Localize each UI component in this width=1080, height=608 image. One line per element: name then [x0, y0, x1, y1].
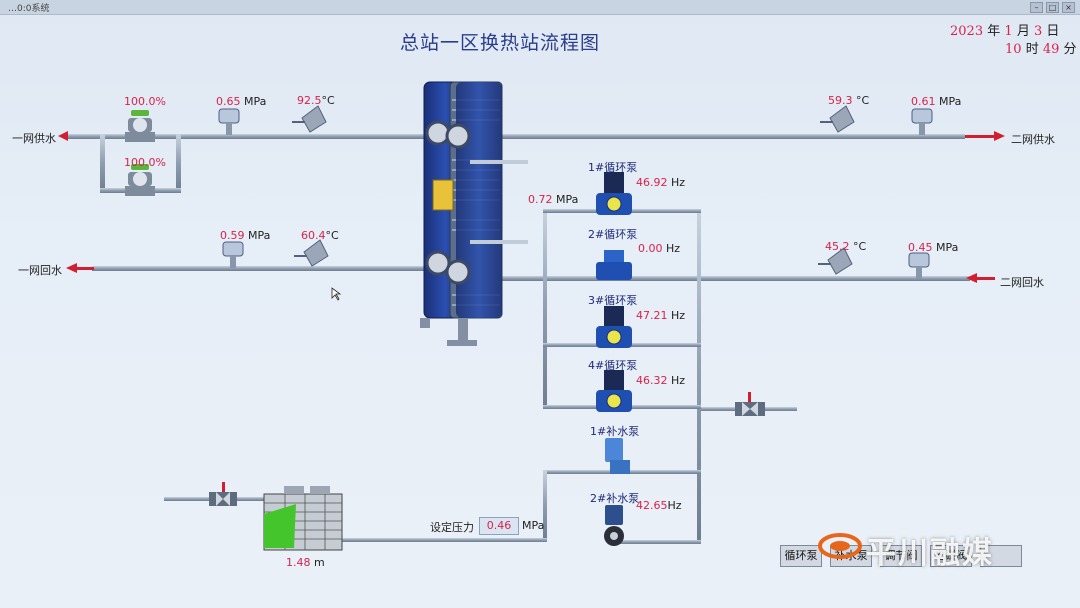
- set-pressure-unit: MPa: [522, 519, 545, 532]
- primary-return-pipe: [66, 263, 434, 273]
- primary-return-temperature: 60.4°C: [301, 229, 339, 242]
- set-pressure-input[interactable]: 0.46: [479, 517, 519, 535]
- pressure-transmitter-secondary-supply: [911, 108, 933, 135]
- close-icon[interactable]: ×: [1062, 2, 1075, 13]
- plate-heat-exchanger: [420, 81, 528, 346]
- makeup-pump-2[interactable]: [604, 505, 624, 546]
- watermark: 平川融媒: [866, 536, 994, 571]
- makeup-pump-1-name: 1#补水泵: [590, 425, 640, 438]
- temp-sensor-primary-return: [294, 239, 329, 267]
- circulation-pump-1[interactable]: [596, 172, 632, 215]
- secondary-supply-pressure: 0.61 MPa: [911, 95, 962, 108]
- circulation-pump-2-name: 2#循环泵: [588, 228, 638, 241]
- watermark-logo-icon: [818, 533, 862, 559]
- minimize-icon[interactable]: –: [1030, 2, 1043, 13]
- secondary-supply-temperature: 59.3 °C: [828, 94, 870, 107]
- page-title: 总站一区换热站流程图: [399, 32, 600, 54]
- circulation-pump-4-freq: 46.32 Hz: [636, 374, 686, 387]
- circulation-pump-2-freq: 0.00 Hz: [638, 242, 681, 255]
- circulation-pump-3-freq: 47.21 Hz: [636, 309, 686, 322]
- primary-return-pressure: 0.59 MPa: [220, 229, 271, 242]
- makeup-pump-1[interactable]: [605, 438, 630, 474]
- secondary-return-pipe: [495, 273, 995, 283]
- set-pressure-label: 设定压力: [430, 521, 474, 534]
- valve1-opening: 100.0%: [124, 95, 166, 108]
- tank-level: 1.48 m: [286, 556, 325, 569]
- circulation-pump-1-name: 1#循环泵: [588, 161, 638, 174]
- water-tank: [263, 486, 343, 551]
- primary-supply-label: 一网供水: [12, 132, 56, 145]
- secondary-supply-pipe: [495, 131, 1005, 141]
- makeup-pump-2-name: 2#补水泵: [590, 492, 640, 505]
- pressure-transmitter-primary-return: [222, 241, 244, 268]
- valve2-opening: 100.0%: [124, 156, 166, 169]
- valve-tank-inlet[interactable]: [209, 482, 237, 506]
- pressure-transmitter-primary-supply: [218, 108, 240, 135]
- circulation-pump-4[interactable]: [596, 370, 632, 412]
- flow-meter-1[interactable]: [125, 110, 155, 142]
- secondary-supply-label: 二网供水: [1011, 133, 1055, 146]
- secondary-return-temperature: 45.2 °C: [825, 240, 867, 253]
- primary-supply-temperature: 92.5°C: [297, 94, 335, 107]
- primary-supply-pressure: 0.65 MPa: [216, 95, 267, 108]
- circulation-pump-1-freq: 46.92 Hz: [636, 176, 686, 189]
- makeup-pump-2-freq: 42.65Hz: [636, 499, 682, 512]
- date-display: 2023 年 1 月 3 日: [950, 24, 1060, 39]
- temp-sensor-secondary-return: [818, 247, 853, 275]
- pump-inlet-pressure: 0.72 MPa: [528, 193, 579, 206]
- maximize-icon[interactable]: □: [1046, 2, 1059, 13]
- temp-sensor-secondary-supply: [820, 105, 855, 133]
- window-titlebar: …0:0系统 – □ ×: [0, 0, 1080, 15]
- pressure-transmitter-secondary-return: [908, 252, 930, 279]
- secondary-return-pressure: 0.45 MPa: [908, 241, 959, 254]
- circulation-pump-3-name: 3#循环泵: [588, 294, 638, 307]
- secondary-return-label: 二网回水: [1000, 276, 1044, 289]
- circulation-pump-button[interactable]: 循环泵: [780, 545, 822, 567]
- circulation-pump-3[interactable]: [596, 306, 632, 348]
- time-display: 10 时 49 分: [1005, 42, 1077, 57]
- mouse-cursor-icon: [331, 287, 342, 301]
- primary-return-label: 一网回水: [18, 264, 62, 277]
- primary-supply-pipe: [58, 131, 434, 193]
- window-title: …0:0系统: [8, 4, 50, 14]
- control-valve-button[interactable]: 调节阀: [880, 545, 922, 567]
- circulation-pump-4-name: 4#循环泵: [588, 359, 638, 372]
- temp-sensor-primary-supply: [292, 105, 327, 133]
- solenoid-valve-button[interactable]: 电磁阀: [930, 545, 972, 567]
- valve-bypass[interactable]: [735, 392, 765, 416]
- circulation-pump-2[interactable]: [596, 250, 632, 280]
- extra-button[interactable]: [980, 545, 1022, 567]
- flow-meter-2[interactable]: [125, 164, 155, 196]
